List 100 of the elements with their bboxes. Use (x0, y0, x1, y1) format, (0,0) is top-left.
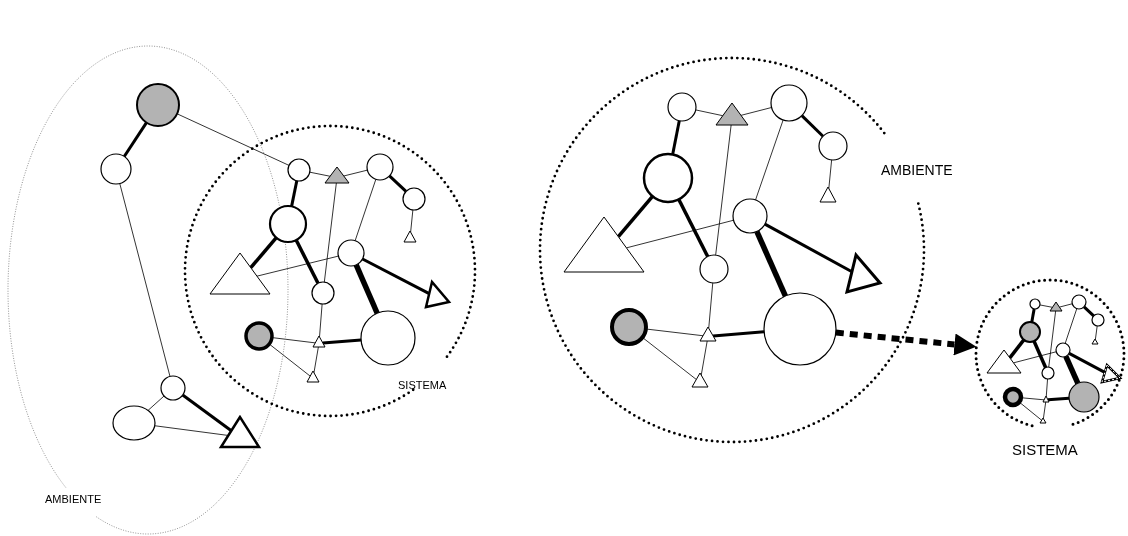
triangle-node (307, 371, 319, 382)
connector-line (309, 171, 331, 177)
connector-line (256, 255, 339, 277)
circle-node (700, 255, 728, 283)
connector-line (343, 169, 368, 177)
connector-line (322, 338, 362, 345)
triangle-node (313, 336, 325, 347)
connector-line (1048, 310, 1057, 368)
shaded-circle-node (1069, 382, 1099, 412)
connector-line (313, 346, 319, 374)
connector-line (1008, 338, 1026, 359)
circle-node (367, 154, 393, 180)
connector-line (671, 120, 681, 155)
connector-line (1059, 303, 1073, 308)
region-label: SISTEMA (398, 380, 447, 391)
triangle-node (820, 187, 836, 202)
circle-node (338, 240, 364, 266)
connector-line (1068, 352, 1106, 374)
connector-line (715, 124, 732, 256)
circle-node (1056, 343, 1070, 357)
shaded-triangle-node (325, 167, 349, 183)
connector-line (1020, 397, 1045, 401)
shaded-circle-node (137, 84, 179, 126)
circle-node (1030, 299, 1040, 309)
triangle-node (1040, 418, 1046, 423)
connector-line (1018, 401, 1043, 421)
circle-node (361, 311, 415, 365)
connector-line (1063, 355, 1081, 385)
circle-node (161, 376, 185, 400)
connector-line (249, 236, 278, 269)
connector-line (323, 182, 337, 283)
connector-line (176, 113, 290, 166)
connector-line (294, 239, 320, 284)
shaded-triangle-node (716, 103, 748, 125)
connector-line (388, 174, 407, 193)
triangle-node (564, 217, 644, 272)
connector-line (154, 425, 229, 436)
connector-line (700, 340, 708, 376)
circle-node (644, 154, 692, 202)
connector-line (119, 183, 171, 377)
circle-node (1092, 314, 1104, 326)
shaded-circle-node (612, 310, 646, 344)
connector-line (122, 121, 148, 158)
connector-line (740, 107, 772, 116)
connector-line (354, 178, 377, 242)
triangle-node (1102, 365, 1120, 382)
dotted-boundary (8, 46, 288, 534)
connector-line (1013, 351, 1057, 364)
circle-node (764, 293, 836, 365)
connector-line (290, 180, 299, 207)
region-label: AMBIENTE (45, 494, 102, 505)
arrow (835, 329, 977, 356)
circle-node (1042, 367, 1054, 379)
circle-node (1072, 295, 1086, 309)
triangle-node (221, 417, 259, 447)
triangle-node (404, 231, 416, 242)
connector-line (695, 109, 724, 117)
triangle-node (210, 253, 270, 294)
connector-line (626, 219, 734, 249)
dotted-boundary (185, 126, 475, 416)
connector-line (319, 303, 323, 338)
connector-line (755, 119, 784, 201)
circle-node (270, 206, 306, 242)
circle-node (771, 85, 807, 121)
triangle-node (426, 282, 449, 307)
triangle-node (1043, 396, 1049, 402)
region-label: AMBIENTE (881, 163, 953, 177)
shaded-circle-node (1005, 389, 1021, 405)
connector-line (1032, 340, 1048, 369)
circle-node (819, 132, 847, 160)
connector-line (181, 393, 233, 432)
triangle-node (700, 327, 716, 341)
connector-line (800, 114, 825, 138)
connector-line (1045, 378, 1048, 397)
connector-line (754, 230, 788, 298)
connector-line (1094, 325, 1098, 340)
connector-line (764, 222, 853, 274)
circle-node (733, 199, 767, 233)
shaded-circle-node (1020, 322, 1040, 342)
region-label: SISTEMA (1012, 442, 1078, 457)
connector-line (353, 263, 380, 315)
connector-line (361, 257, 430, 295)
circle-node (288, 159, 310, 181)
connector-line (617, 195, 654, 238)
connector-line (268, 343, 311, 377)
triangle-node (1092, 339, 1098, 344)
shaded-triangle-node (1050, 302, 1062, 311)
ellipse-node (113, 406, 155, 440)
triangle-node (987, 350, 1021, 373)
connector-line (1043, 401, 1047, 420)
connector-line (708, 282, 714, 329)
circle-node (312, 282, 334, 304)
circle-node (668, 93, 696, 121)
connector-line (828, 159, 833, 189)
connector-line (712, 330, 765, 338)
shaded-circle-node (246, 323, 272, 349)
connector-line (410, 209, 414, 233)
connector-line (1064, 308, 1078, 344)
connector-line (642, 337, 697, 380)
circle-node (101, 154, 131, 184)
